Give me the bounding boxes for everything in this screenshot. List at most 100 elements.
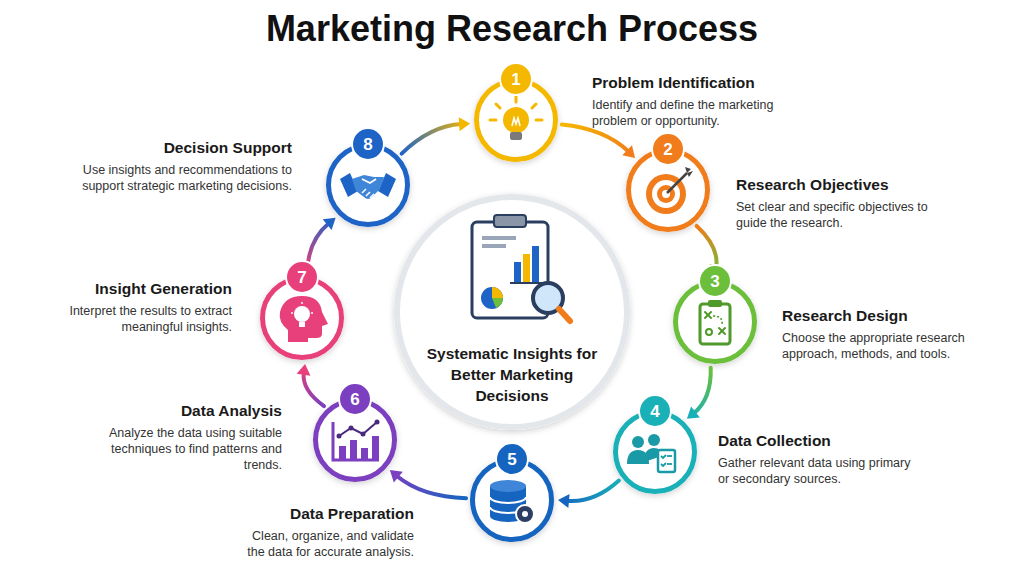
step-description: Gather relevant data using primary or se… xyxy=(718,455,918,488)
arrow-head xyxy=(390,470,403,482)
chart-icon-part xyxy=(372,436,379,460)
insight-icon xyxy=(280,296,328,342)
flow-line xyxy=(694,368,711,414)
bulb-icon-part-part xyxy=(536,119,542,122)
step-text: Data AnalysisAnalyze the data using suit… xyxy=(82,402,282,473)
flow-arrow xyxy=(687,368,711,419)
flow-arrow xyxy=(562,125,635,158)
flow-arrow xyxy=(390,470,466,498)
step-circle: 6Data AnalysisAnalyze the data using sui… xyxy=(313,398,397,482)
disks xyxy=(260,78,757,542)
flow-line xyxy=(304,373,324,406)
step-text: Research ObjectivesSet clear and specifi… xyxy=(736,176,956,231)
disks-part xyxy=(394,194,630,430)
target-icon xyxy=(646,167,693,214)
center-illustration-part xyxy=(481,287,503,309)
handshake-icon-part xyxy=(362,189,374,198)
target-icon-part xyxy=(646,174,686,214)
chart-icon-part-part xyxy=(349,426,354,431)
insight-icon-part xyxy=(291,302,313,313)
flow-line xyxy=(402,124,462,154)
target-icon-part xyxy=(685,167,693,177)
center-circle: Systematic Insights for Better Marketing… xyxy=(394,194,630,430)
step-badge: 8 xyxy=(351,127,385,161)
step-circle: 5Data PreparationClean, organize, and va… xyxy=(470,458,554,542)
handshake-icon xyxy=(340,173,396,199)
insight-icon-part xyxy=(280,296,328,342)
step-heading: Data Analysis xyxy=(82,402,282,421)
center-illustration xyxy=(472,215,570,321)
step-badge: 1 xyxy=(499,62,533,96)
step-badge: 2 xyxy=(651,132,685,166)
insight-icon-part xyxy=(294,306,310,322)
chart-icon xyxy=(333,420,380,461)
chart-icon-part-part xyxy=(375,420,380,425)
step-badge: 6 xyxy=(338,382,372,416)
chart-icon-part-part xyxy=(337,434,342,439)
database-icon-part xyxy=(490,480,526,492)
step-description: Interpret the results to extract meaning… xyxy=(42,303,232,336)
center-illustration-part xyxy=(482,236,516,240)
step-heading: Research Design xyxy=(782,307,1004,326)
team-icon-part-part xyxy=(661,455,666,458)
flow-arrow xyxy=(402,117,470,153)
arrow-head xyxy=(687,407,700,419)
step-circle: 4Data CollectionGather relevant data usi… xyxy=(613,410,697,494)
step-circle: 2Research ObjectivesSet clear and specif… xyxy=(626,148,710,232)
flow-arrow xyxy=(558,481,619,508)
chart-icon-part-part xyxy=(361,432,366,437)
step-circle: 8Decision SupportUse insights and recomm… xyxy=(326,143,410,227)
bulb-icon xyxy=(490,96,542,140)
chart-icon-part xyxy=(337,420,380,439)
arrow-head xyxy=(622,145,635,158)
arrow-head xyxy=(297,364,311,376)
arrow-head xyxy=(558,494,570,508)
flow-line xyxy=(567,481,619,502)
step-heading: Research Objectives xyxy=(736,176,956,195)
callout-number: 7 xyxy=(297,269,306,286)
step-circle: 7Insight GenerationInterpret the results… xyxy=(260,276,344,360)
arrow-head xyxy=(323,218,336,230)
team-icon-part xyxy=(632,436,644,448)
callout-number: 5 xyxy=(507,451,516,468)
step-text: Data CollectionGather relevant data usin… xyxy=(718,432,918,487)
center-illustration-part xyxy=(510,282,542,284)
team-icon xyxy=(627,434,675,472)
team-icon-part xyxy=(658,450,675,472)
insight-icon-part xyxy=(299,322,305,327)
flow-arrow xyxy=(297,364,324,406)
step-heading: Data Collection xyxy=(718,432,918,451)
center-illustration-part xyxy=(514,262,521,282)
bulb-icon-part xyxy=(512,118,520,126)
database-icon-part xyxy=(516,505,534,523)
flow-line xyxy=(562,125,629,152)
callout-number: 3 xyxy=(710,273,719,290)
team-icon-part-part xyxy=(661,463,666,466)
team-icon-part-part xyxy=(667,463,672,465)
insight-icon-part-part xyxy=(301,302,303,304)
bulb-icon-part xyxy=(503,107,529,133)
callout-number: 8 xyxy=(363,136,372,153)
bulb-icon-part xyxy=(510,132,522,140)
chart-icon-part xyxy=(361,448,368,460)
chart-icon-part xyxy=(333,422,379,460)
handshake-icon-part xyxy=(362,179,376,183)
insight-icon-part-part xyxy=(311,312,313,314)
center-illustration-part xyxy=(532,246,539,282)
bulb-icon-part-part xyxy=(490,119,496,122)
step-text: Research DesignChoose the appropriate re… xyxy=(782,307,1004,362)
step-circle: 1Problem IdentificationIdentify and defi… xyxy=(474,78,558,162)
step-badge: 7 xyxy=(285,260,319,294)
team-icon-part-part xyxy=(667,455,672,457)
step-circle: 3Research DesignChoose the appropriate r… xyxy=(673,280,757,364)
database-icon xyxy=(490,480,534,523)
callout-number: 4 xyxy=(650,403,659,420)
step-heading: Insight Generation xyxy=(42,280,232,299)
insight-icon-part-part xyxy=(291,312,293,314)
flow-line xyxy=(697,226,717,267)
plan-icon-part xyxy=(708,300,722,307)
center-illustration-part xyxy=(523,254,530,282)
step-text: Problem IdentificationIdentify and defin… xyxy=(592,74,802,129)
step-description: Clean, organize, and validate the data f… xyxy=(234,528,414,561)
center-illustration-part xyxy=(492,298,503,308)
